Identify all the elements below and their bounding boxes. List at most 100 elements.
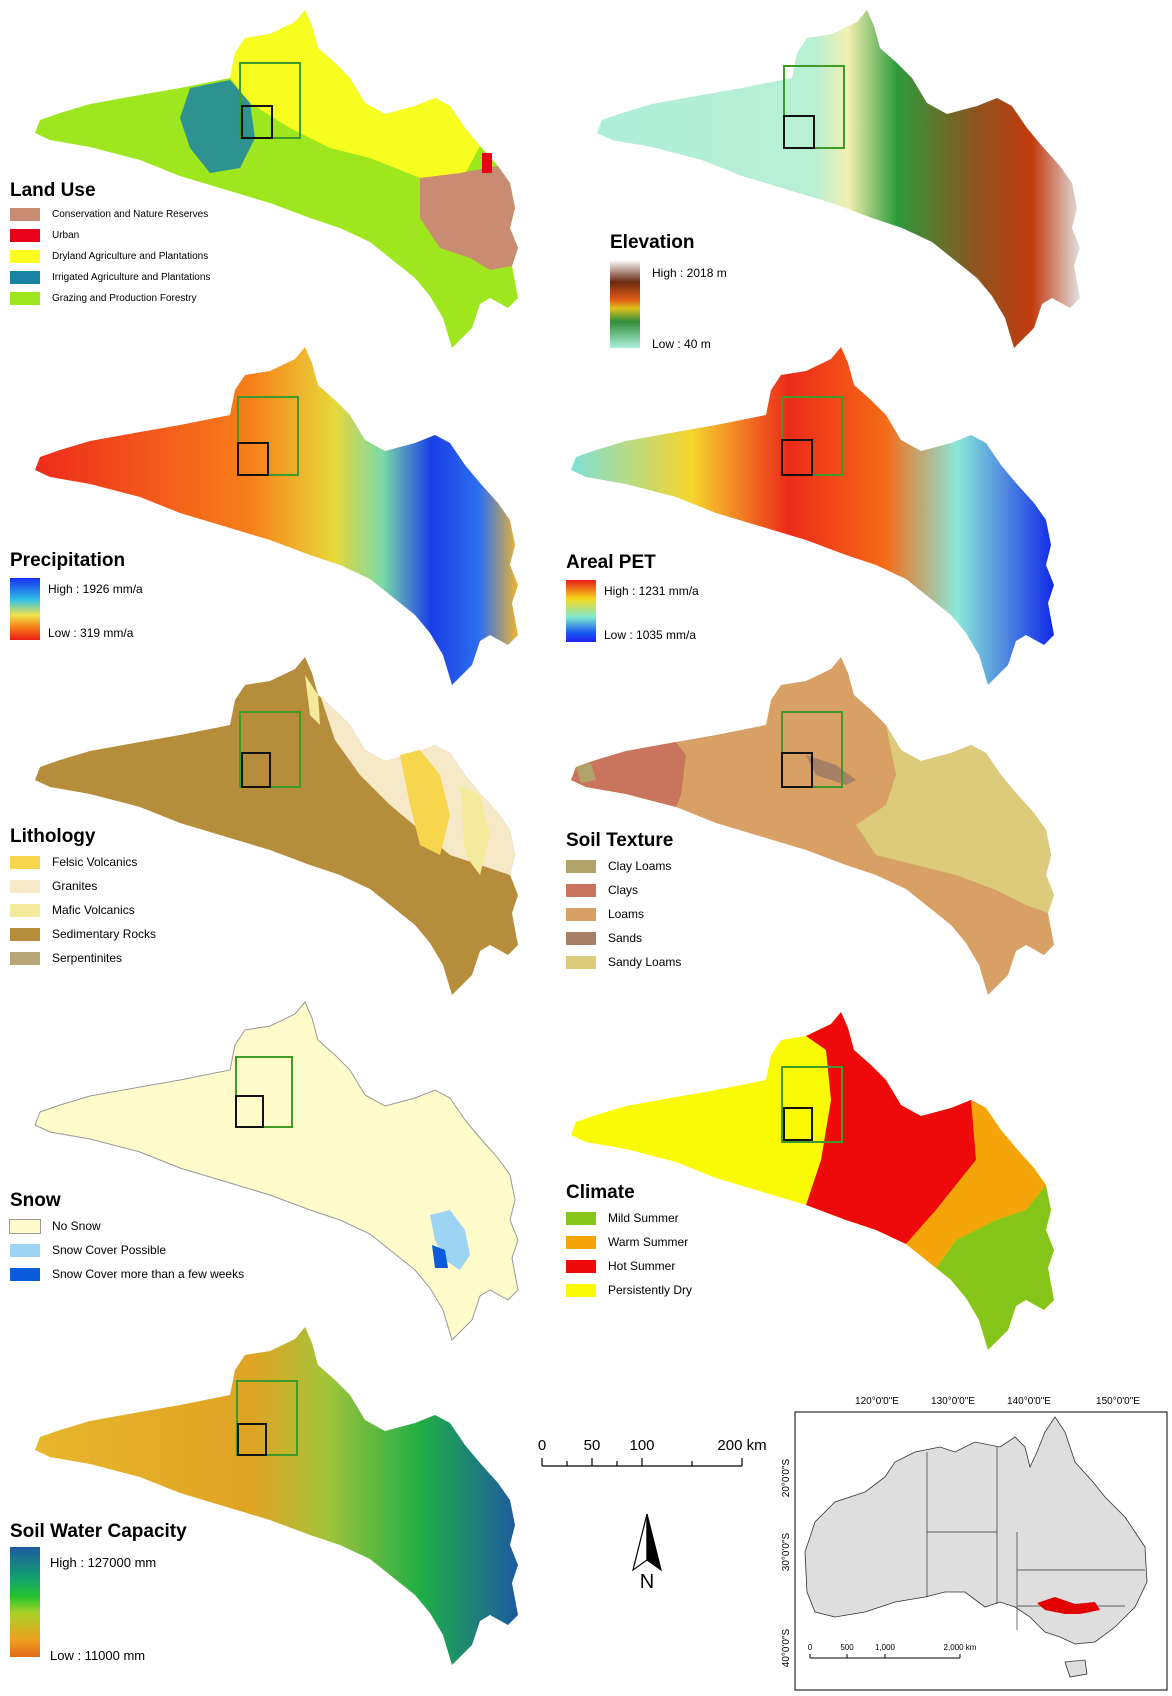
pet-title: Areal PET xyxy=(566,552,656,573)
inset-top-tick: 130°0'0"E xyxy=(931,1396,975,1407)
legend-swatch xyxy=(10,1243,40,1257)
north-label: N xyxy=(640,1571,654,1593)
legend-swatch xyxy=(10,927,40,941)
north-arrow-icon: N xyxy=(632,1513,662,1593)
legend-label: Clay Loams xyxy=(608,859,672,873)
legend-item: Grazing and Production Forestry xyxy=(10,288,210,309)
precipitation-title-label: Precipitation xyxy=(10,550,126,571)
legend-swatch xyxy=(566,883,596,897)
scale-bar: 0 50 100 200 km xyxy=(538,1437,767,1467)
legend-label: Mafic Volcanics xyxy=(52,903,135,917)
scale-label-200: 200 km xyxy=(717,1437,766,1454)
scale-label-100: 100 xyxy=(629,1437,654,1454)
legend-item: Clay Loams xyxy=(566,854,681,878)
legend-label: Persistently Dry xyxy=(608,1283,693,1297)
inset-scale-label: 2,000 km xyxy=(944,1643,977,1652)
swc-title: Soil Water Capacity xyxy=(10,1521,187,1542)
legend-item: Warm Summer xyxy=(566,1230,692,1254)
australia-inset: 120°0'0"E 130°0'0"E 140°0'0"E 150°0'0"E … xyxy=(775,1392,1172,1691)
legend-item: Sands xyxy=(566,926,681,950)
legend-swatch xyxy=(566,907,596,921)
soil-texture-map xyxy=(571,657,1054,995)
legend-swatch xyxy=(10,879,40,893)
legend-label: Felsic Volcanics xyxy=(52,855,138,869)
legend-label: Hot Summer xyxy=(608,1259,676,1273)
legend-item: Clays xyxy=(566,878,681,902)
land-use-map xyxy=(35,10,518,348)
precipitation-map xyxy=(35,347,518,685)
legend-item: Serpentinites xyxy=(10,946,156,970)
inset-left-tick: 30°0'0"S xyxy=(781,1532,792,1571)
legend-swatch xyxy=(10,903,40,917)
legend-label: Sedimentary Rocks xyxy=(52,927,157,941)
legend-item: Snow Cover Possible xyxy=(10,1238,244,1262)
legend-swatch xyxy=(566,955,596,969)
legend-item: Hot Summer xyxy=(566,1254,692,1278)
precipitation-low-label: Low : 319 mm/a xyxy=(48,626,134,640)
legend-label: Loams xyxy=(608,907,645,921)
legend-label: Snow Cover more than a few weeks xyxy=(52,1267,245,1281)
lithology-title: Lithology xyxy=(10,826,96,847)
inset-left-tick: 40°0'0"S xyxy=(781,1628,792,1667)
elevation-low-label: Low : 40 m xyxy=(652,337,711,351)
inset-scale-label: 0 xyxy=(808,1643,813,1652)
legend-swatch xyxy=(566,931,596,945)
legend-label: Snow Cover Possible xyxy=(52,1243,167,1257)
legend-label: Clays xyxy=(608,883,639,897)
legend-label: Dryland Agriculture and Plantations xyxy=(52,251,209,262)
legend-label: Warm Summer xyxy=(608,1235,689,1249)
land-use-title: Land Use xyxy=(10,180,96,201)
legend-label: Sands xyxy=(608,931,643,945)
legend-swatch xyxy=(566,1283,596,1297)
legend-item: Mafic Volcanics xyxy=(10,898,156,922)
elevation-title: Elevation xyxy=(610,232,695,253)
swc-low-label: Low : 11000 mm xyxy=(50,1648,146,1663)
legend-label: Granites xyxy=(52,879,98,893)
legend-item: Irrigated Agriculture and Plantations xyxy=(10,267,210,288)
inset-map: 120°0'0"E 130°0'0"E 140°0'0"E 150°0'0"E … xyxy=(781,1396,1168,1691)
legend-swatch xyxy=(10,951,40,965)
precipitation-high-label: High : 1926 mm/a xyxy=(48,582,143,596)
swc-map xyxy=(35,1327,518,1665)
pet-low-label: Low : 1035 mm/a xyxy=(604,628,697,642)
scale-label-0: 0 xyxy=(538,1437,546,1454)
land-use-panel: Land Use Conservation and Nature Reserve… xyxy=(0,0,560,348)
legend-label: Grazing and Production Forestry xyxy=(52,293,197,304)
legend-item: Sandy Loams xyxy=(566,950,681,974)
legend-swatch xyxy=(10,271,40,284)
pet-map xyxy=(571,347,1054,685)
legend-swatch xyxy=(9,1218,41,1234)
inset-top-tick: 120°0'0"E xyxy=(855,1396,899,1407)
legend-label: Sandy Loams xyxy=(608,955,682,969)
legend-item: Granites xyxy=(10,874,156,898)
inset-left-tick: 20°0'0"S xyxy=(781,1458,792,1497)
precipitation-color-ramp xyxy=(10,578,40,640)
legend-label: Irrigated Agriculture and Plantations xyxy=(52,272,211,283)
legend-item: Sedimentary Rocks xyxy=(10,922,156,946)
legend-swatch xyxy=(566,1211,596,1225)
legend-item: Loams xyxy=(566,902,681,926)
climate-title: Climate xyxy=(566,1182,635,1203)
soil-texture-title: Soil Texture xyxy=(566,830,674,851)
swc-high-label: High : 127000 mm xyxy=(50,1555,157,1570)
climate-map xyxy=(571,1012,1054,1350)
legend-item: Conservation and Nature Reserves xyxy=(10,204,210,225)
legend-swatch xyxy=(566,1235,596,1249)
inset-scale-label: 1,000 xyxy=(875,1643,896,1652)
inset-scale-label: 500 xyxy=(840,1643,854,1652)
precipitation-panel xyxy=(0,345,560,685)
snow-legend: No Snow Snow Cover Possible Snow Cover m… xyxy=(9,1214,244,1286)
legend-swatch xyxy=(10,229,40,242)
legend-label: No Snow xyxy=(52,1219,101,1233)
legend-item: Snow Cover more than a few weeks xyxy=(10,1262,244,1286)
catchment-location-marker xyxy=(1037,1597,1100,1614)
legend-swatch xyxy=(566,859,596,873)
legend-label: Urban xyxy=(52,230,80,241)
legend-label: Mild Summer xyxy=(608,1211,679,1225)
lithology-map xyxy=(35,657,518,995)
soil-texture-legend: Clay Loams Clays Loams Sands Sandy Loams xyxy=(566,854,681,974)
legend-item: Persistently Dry xyxy=(566,1278,692,1302)
swc-color-ramp xyxy=(10,1547,40,1657)
scale-label-50: 50 xyxy=(584,1437,601,1454)
legend-label: Conservation and Nature Reserves xyxy=(52,209,209,220)
